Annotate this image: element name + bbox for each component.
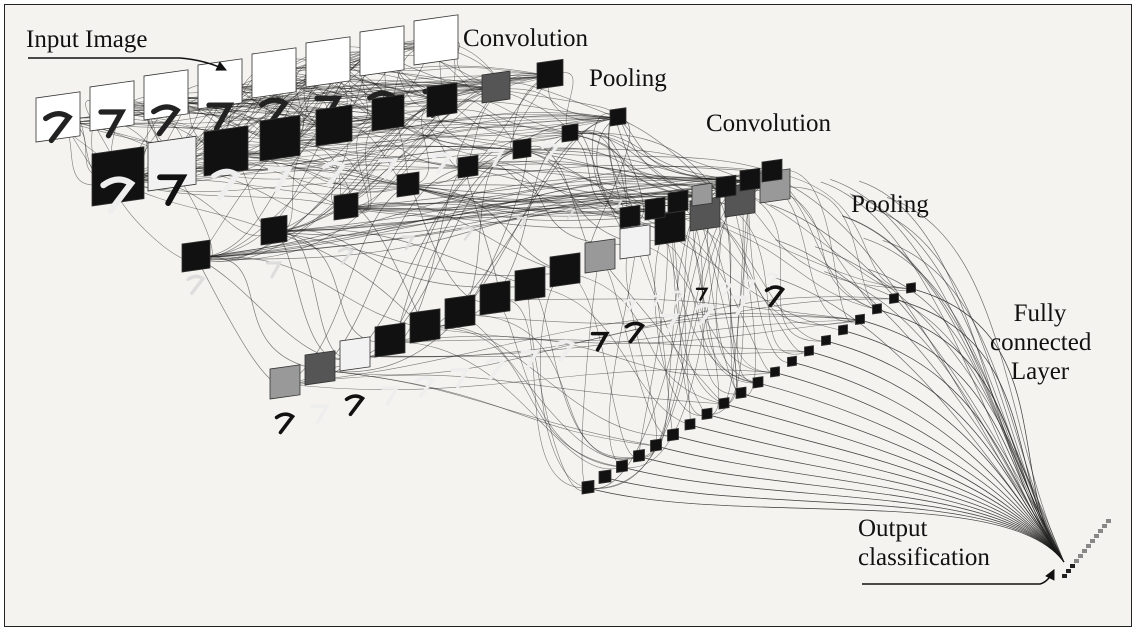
feature-map (457, 154, 479, 241)
feature-map (644, 196, 666, 309)
feature-map (89, 80, 135, 139)
feature-map (339, 336, 371, 417)
feature-map (889, 292, 899, 304)
feature-map (181, 239, 211, 296)
feature-map (787, 355, 797, 367)
feature-map (514, 266, 546, 370)
feature-map (770, 366, 780, 378)
feature-maps (35, 14, 1111, 578)
feature-map (333, 192, 359, 265)
connection-lines (50, 38, 1065, 563)
feature-map (203, 125, 249, 201)
feature-map (479, 280, 511, 380)
feature-map (251, 47, 297, 130)
feature-map (512, 138, 532, 229)
feature-map (718, 397, 730, 410)
feature-map (715, 174, 737, 297)
feature-map (855, 313, 865, 325)
feature-map (581, 479, 595, 495)
convolution-label-2: Convolution (706, 110, 832, 137)
feature-map (821, 334, 831, 346)
feature-map (667, 427, 679, 442)
fully-connected-line-1: Fully (1013, 300, 1067, 327)
feature-map (315, 104, 353, 188)
output-unit (1094, 534, 1099, 538)
feature-map (147, 135, 197, 207)
input-image-label: Input Image (26, 26, 148, 53)
feature-map (684, 418, 696, 431)
output-unit (1090, 539, 1095, 543)
feature-map (584, 238, 616, 352)
feature-map (260, 214, 288, 279)
fully-connected-line-2: connected (990, 328, 1092, 356)
feature-map (650, 438, 662, 452)
feature-map (654, 210, 686, 334)
feature-map (536, 58, 564, 163)
feature-map (691, 182, 713, 301)
feature-map (304, 350, 336, 425)
feature-map (598, 469, 612, 484)
feature-map (259, 114, 301, 193)
feature-map (481, 70, 511, 168)
output-unit (1070, 564, 1075, 568)
feature-map (426, 82, 458, 175)
output-classification-arrow (862, 569, 1055, 585)
output-unit (1102, 524, 1107, 528)
output-unit (1106, 519, 1111, 523)
feature-map (752, 376, 764, 389)
feature-map (667, 189, 689, 306)
output-unit (1082, 549, 1087, 553)
feature-map (143, 69, 189, 137)
feature-map (269, 364, 301, 435)
feature-map (701, 407, 713, 420)
feature-map (689, 196, 721, 326)
feature-map (371, 94, 405, 180)
output-unit (1062, 574, 1067, 578)
feature-map (619, 204, 641, 314)
feature-map (619, 224, 651, 344)
input-image-arrow (28, 57, 227, 71)
output-unit (1086, 544, 1091, 548)
feature-map (374, 322, 406, 407)
feature-map (633, 448, 645, 463)
feature-map (735, 386, 747, 399)
pooling-label-1: Pooling (589, 65, 667, 92)
feature-map (838, 324, 848, 336)
feature-map (409, 308, 441, 398)
output-line-1: Output (858, 515, 928, 542)
feature-map (549, 252, 581, 362)
output-unit (1066, 569, 1071, 573)
feature-map (561, 123, 579, 220)
label-arrows (28, 57, 1055, 585)
fully-connected-label: Fully connected Layer (990, 300, 1092, 386)
output-unit (1078, 554, 1083, 558)
feature-map (35, 91, 81, 144)
feature-map (444, 294, 476, 388)
output-classification-label: Output classification (858, 515, 990, 573)
feature-map (906, 282, 916, 294)
feature-map (804, 345, 814, 357)
feature-map (739, 167, 761, 293)
output-line-2: classification (858, 543, 990, 571)
convolution-label-1: Convolution (463, 25, 589, 52)
feature-map (761, 158, 783, 288)
feature-map (872, 303, 882, 315)
feature-map (396, 171, 420, 251)
feature-map (609, 107, 627, 210)
feature-map (91, 146, 145, 215)
output-unit (1074, 559, 1079, 563)
fully-connected-line-3: Layer (1010, 357, 1070, 385)
output-unit (1098, 529, 1103, 533)
feature-map (616, 459, 628, 473)
pooling-label-2: Pooling (851, 191, 929, 218)
